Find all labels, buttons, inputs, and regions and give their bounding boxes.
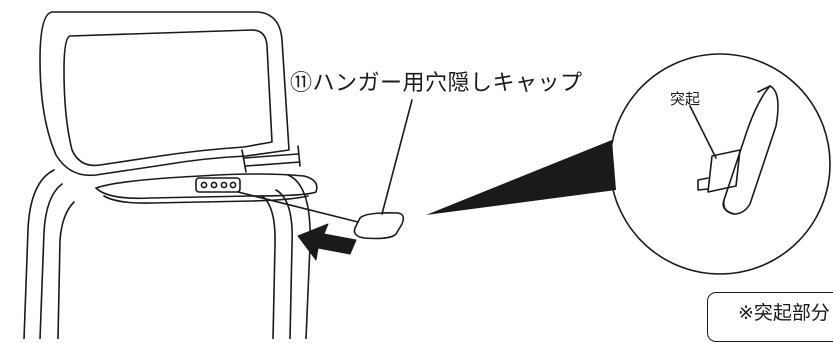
mount-hole (220, 181, 228, 189)
part-callout-label: ⑪ハンガー用穴隠しキャップ (290, 71, 583, 96)
note-box (707, 292, 833, 342)
backrest-frame-inner-2 (57, 195, 276, 340)
mount-hole (229, 181, 237, 189)
guide-line (237, 191, 359, 223)
mount-hole (200, 181, 208, 189)
cap-enlarged-edge (722, 85, 771, 215)
note-text: ※突起部分 (738, 302, 830, 324)
hole-cap (353, 212, 405, 240)
headrest-stem-detail (243, 153, 301, 167)
protrusion-label: 突起 (670, 90, 701, 108)
zoom-connector (426, 140, 616, 215)
hanger-bar (95, 173, 318, 200)
leader-line (381, 99, 413, 215)
cap-enlarged (722, 85, 779, 215)
cap-protrusion-tip (697, 177, 709, 191)
headrest-frame-outer (39, 11, 290, 177)
headrest-stem (241, 145, 301, 173)
mount-hole (210, 181, 218, 189)
zoom-circle (609, 53, 831, 275)
hanger-bar-lower-edge (103, 195, 309, 204)
backrest-frame-inner (39, 183, 293, 340)
hanger-mount (195, 177, 241, 193)
cap-protrusion (707, 149, 741, 193)
arrow-right-icon (297, 223, 357, 261)
headrest-panel-inner (63, 29, 273, 167)
protrusion-leader (689, 105, 717, 159)
